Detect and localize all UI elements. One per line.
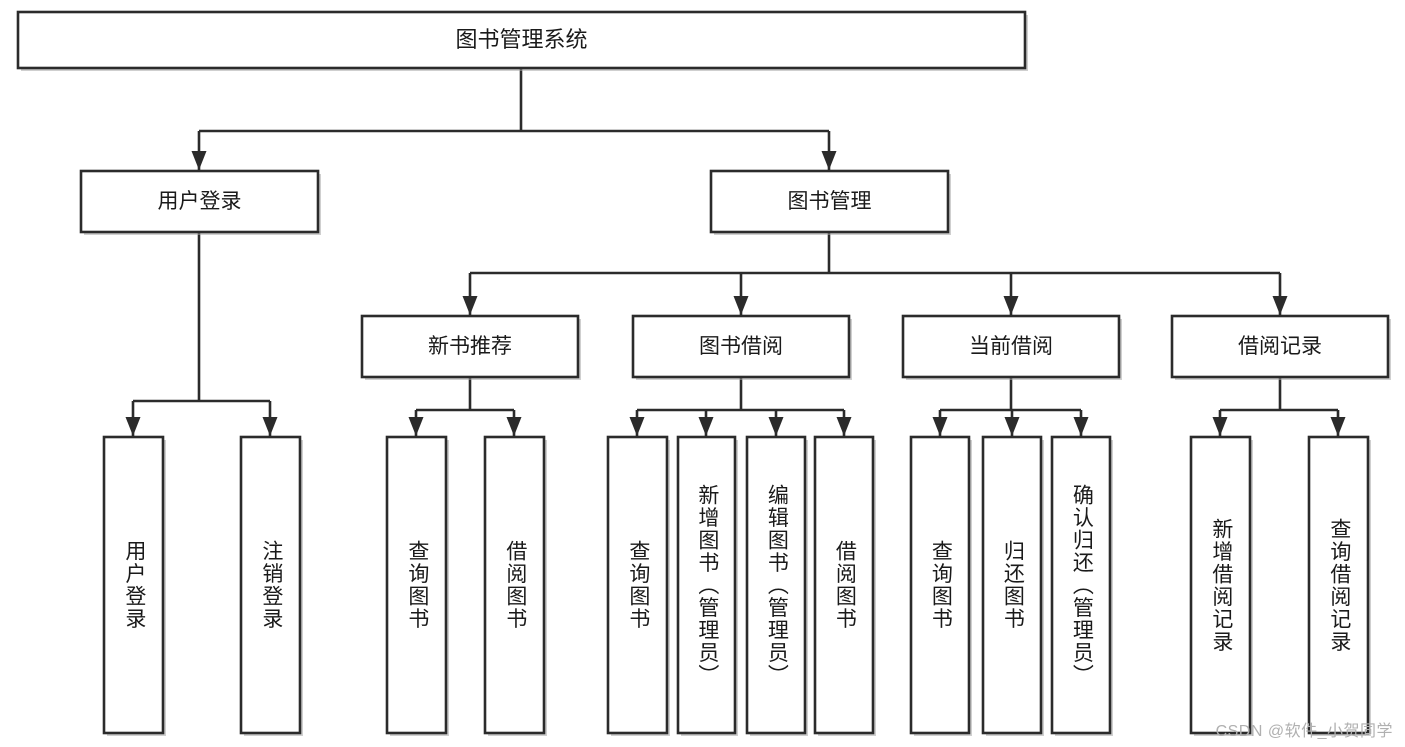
arrow-head-icon-group3-1 — [1330, 417, 1346, 436]
node-current-borrow[interactable] — [901, 314, 1121, 379]
node-leaf-logout[interactable] — [239, 435, 302, 735]
arrow-head-icon-group1-0 — [629, 417, 645, 436]
arrow-head-icon-group2-2 — [1073, 417, 1089, 436]
node-leaf-return-book[interactable] — [981, 435, 1043, 735]
node-leaf-add-book[interactable] — [676, 435, 737, 735]
arrow-head-icon-bookmanage-0 — [462, 296, 478, 315]
node-user-login-label: 用户登录 — [158, 190, 242, 213]
arrow-head-icon-bookmanage-3 — [1272, 296, 1288, 315]
watermark-text: CSDN @软件_小贺同学 — [1215, 723, 1393, 740]
arrow-head-icon-bookmanage-2 — [1003, 296, 1019, 315]
node-borrow-record[interactable] — [1170, 314, 1390, 379]
node-borrow-record-label: 借阅记录 — [1238, 335, 1322, 358]
arrow-head-icon-bookmanage-1 — [733, 296, 749, 315]
arrow-head-icon-group3-0 — [1212, 417, 1228, 436]
node-leaf-add-record[interactable] — [1189, 435, 1252, 735]
node-book-manage[interactable] — [709, 169, 950, 234]
node-current-borrow-label: 当前借阅 — [969, 335, 1053, 358]
node-leaf-user-login[interactable] — [102, 435, 165, 735]
node-leaf-query-book-3[interactable] — [909, 435, 971, 735]
node-root-title-label: 图书管理系统 — [455, 27, 587, 52]
arrow-head-icon-root-0 — [191, 151, 207, 170]
node-root-title[interactable] — [16, 10, 1027, 70]
arrow-head-icon-group2-0 — [932, 417, 948, 436]
node-leaf-query-record[interactable] — [1307, 435, 1370, 735]
node-new-book-recommend-label: 新书推荐 — [428, 335, 512, 358]
arrow-head-icon-root-1 — [821, 151, 837, 170]
arrow-head-icon-group0-0 — [408, 417, 424, 436]
node-book-borrow[interactable] — [631, 314, 851, 379]
node-new-book-recommend[interactable] — [360, 314, 580, 379]
arrow-head-icon-group2-1 — [1004, 417, 1020, 436]
arrow-head-icon-userlogin-1 — [262, 417, 278, 436]
node-leaf-query-book-1[interactable] — [385, 435, 448, 735]
node-leaf-confirm-return[interactable] — [1050, 435, 1112, 735]
node-leaf-query-book-2[interactable] — [606, 435, 669, 735]
arrow-head-icon-group1-2 — [768, 417, 784, 436]
edges-layer — [125, 68, 1346, 436]
boxes-layer — [16, 10, 1391, 736]
node-leaf-borrow-book-2[interactable] — [813, 435, 875, 735]
node-book-borrow-label: 图书借阅 — [699, 335, 783, 358]
arrow-head-icon-userlogin-0 — [125, 417, 141, 436]
arrow-head-icon-group1-3 — [836, 417, 852, 436]
node-book-manage-label: 图书管理 — [788, 190, 872, 213]
node-leaf-edit-book[interactable] — [745, 435, 807, 735]
node-leaf-borrow-book-1[interactable] — [483, 435, 546, 735]
node-user-login[interactable] — [79, 169, 320, 234]
arrow-head-icon-group1-1 — [698, 417, 714, 436]
arrow-head-icon-group0-1 — [506, 417, 522, 436]
